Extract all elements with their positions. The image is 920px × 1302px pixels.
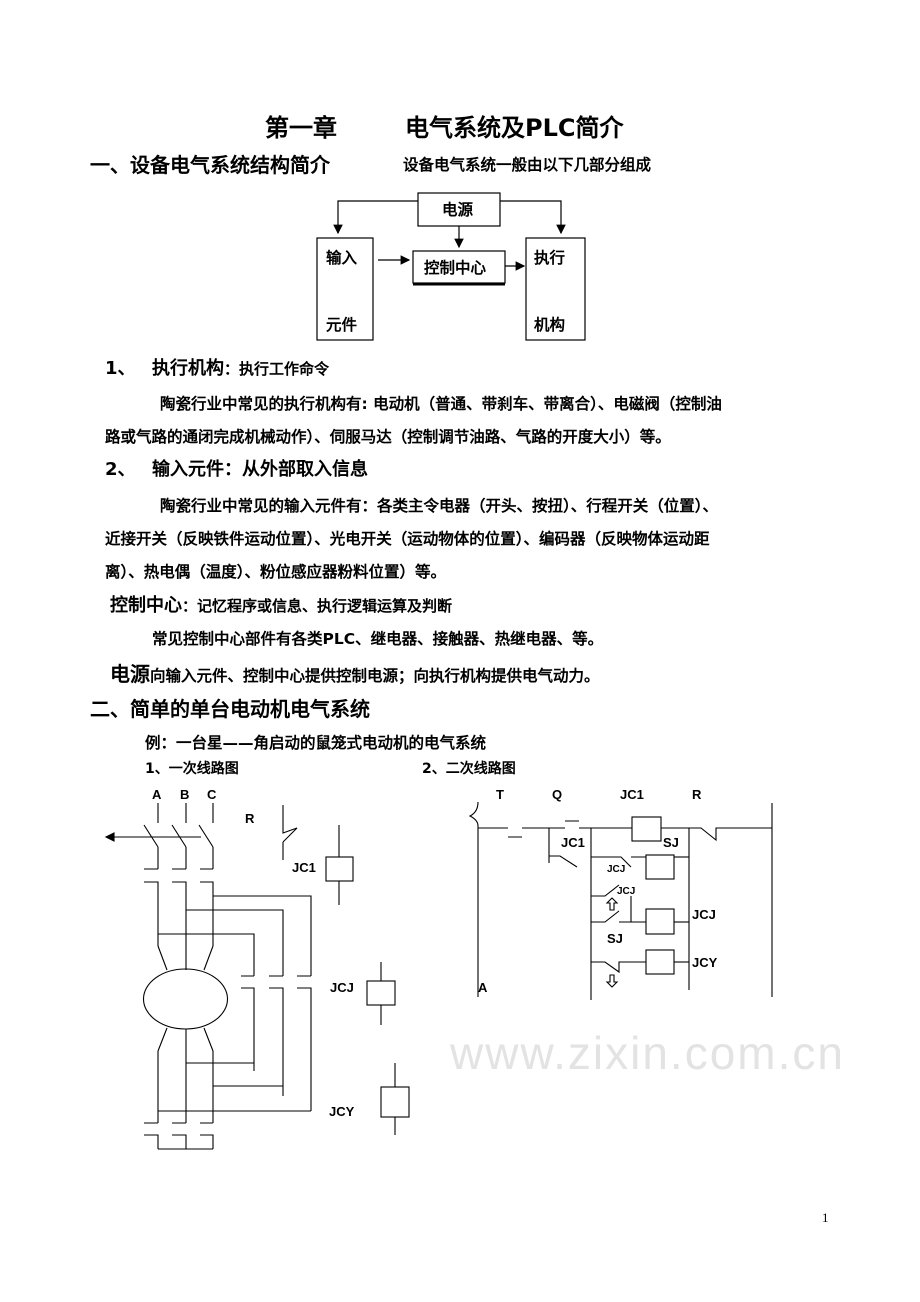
secondary-circuit	[468, 801, 773, 1000]
item4-head: 电源	[110, 662, 150, 686]
label-C: C	[207, 787, 217, 802]
label-B: B	[180, 787, 189, 802]
control-label: 控制中心	[424, 259, 487, 277]
item4-desc: 向输入元件、控制中心提供控制电源；向执行机构提供电气动力。	[150, 667, 600, 685]
actuator-label-top: 执行	[534, 249, 566, 267]
label-jcj-small1: JCJ	[607, 864, 625, 875]
item1-number: 1、	[105, 358, 136, 379]
label-A2: A	[478, 980, 488, 995]
jc1-coil-secondary	[631, 816, 662, 842]
label-jcj-small2: JCJ	[617, 886, 635, 897]
item2-line2: 近接开关（反映铁件运动位置）、光电开关（运动物体的位置）、编码器（反映物体运动距	[105, 530, 710, 548]
actuator-label-bottom: 机构	[534, 316, 566, 334]
label-sj: SJ	[663, 835, 679, 850]
section1-heading: 一、设备电气系统结构简介	[90, 153, 330, 177]
item3-desc: ：记忆程序或信息、执行逻辑运算及判断	[182, 597, 453, 615]
primary-caption: 1、一次线路图	[145, 761, 239, 777]
jc1-coil	[325, 856, 354, 882]
down-arrow-icon	[605, 974, 619, 988]
section1-subtitle: 设备电气系统一般由以下几部分组成	[403, 156, 652, 174]
label-jc1-coil: JC1	[620, 787, 644, 802]
section2-heading: 二、简单的单台电动机电气系统	[90, 697, 370, 721]
label-Q: Q	[552, 787, 562, 802]
label-R2: R	[692, 787, 702, 802]
item1-line2: 路或气路的通闭完成机械动作）、伺服马达（控制调节油路、气路的开度大小）等。	[105, 428, 671, 446]
item1-head: 执行机构	[152, 358, 224, 379]
jcy-coil	[380, 1086, 410, 1118]
item2-line3: 离）、热电偶（温度）、粉位感应器粉料位置）等。	[105, 563, 447, 581]
item3-heading: 控制中心：记忆程序或信息、执行逻辑运算及判断	[110, 597, 452, 615]
chapter-title: 电气系统及PLC简介	[405, 114, 624, 142]
label-jc1: JC1	[292, 860, 316, 875]
label-T: T	[496, 787, 504, 802]
up-arrow-icon	[605, 897, 619, 911]
secondary-caption: 2、二次线路图	[422, 761, 516, 777]
label-R: R	[245, 811, 255, 826]
chapter-number: 第一章	[265, 114, 337, 142]
left-rail	[468, 801, 479, 997]
primary-circuit	[104, 803, 410, 1150]
label-sj-contact: SJ	[607, 931, 623, 946]
label-jcy: JCY	[329, 1104, 355, 1119]
label-jcj: JCJ	[330, 980, 354, 995]
item2-number: 2、	[105, 459, 136, 480]
thermal-relay	[282, 805, 298, 860]
watermark: www.zixin.com.cn	[450, 1027, 845, 1079]
label-A: A	[152, 787, 162, 802]
item2-line1: 陶瓷行业中常见的输入元件有：各类主令电器（开头、按扭）、行程开关（位置）、	[160, 497, 719, 515]
item1-heading: 执行机构：执行工作命令	[152, 360, 329, 378]
item3-line1: 常见控制中心部件有各类PLC、继电器、接触器、热继电器、等。	[152, 630, 604, 648]
item3-head: 控制中心	[110, 595, 182, 616]
section2-example: 例：一台星——角启动的鼠笼式电动机的电气系统	[145, 734, 487, 752]
item1-desc: ：执行工作命令	[224, 360, 330, 378]
label-jc1-contact: JC1	[561, 835, 585, 850]
input-label-top: 输入	[326, 249, 358, 267]
jcj-coil	[366, 980, 396, 1006]
label-jcy2: JCY	[692, 955, 718, 970]
input-label-bottom: 元件	[326, 316, 358, 334]
motor	[142, 968, 229, 1030]
page-number: 1	[822, 1210, 829, 1225]
label-jcj2: JCJ	[692, 907, 716, 922]
item2-heading: 输入元件：从外部取入信息	[152, 459, 368, 480]
item4-heading: 电源向输入元件、控制中心提供控制电源；向执行机构提供电气动力。	[110, 664, 600, 685]
power-label: 电源	[442, 201, 474, 219]
item1-line1: 陶瓷行业中常见的执行机构有: 电动机（普通、带刹车、带离合）、电磁阀（控制油	[160, 395, 722, 413]
